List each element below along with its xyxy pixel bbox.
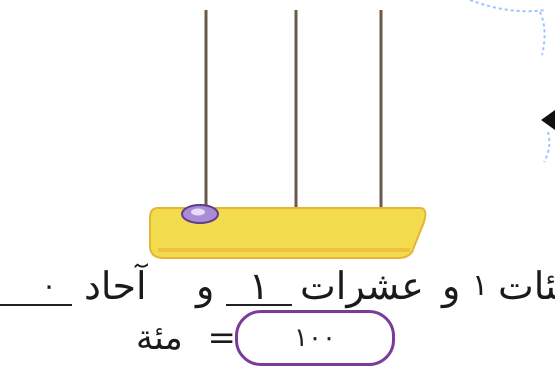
equals-sign: = [208,318,237,358]
answer-box: ١٠٠ [235,310,395,366]
and-conjunction-1: و [196,258,214,314]
decor-arc-right [540,12,545,55]
and-conjunction-2: و [442,258,460,314]
result-unit-text: مئة [136,318,183,358]
arrow-icon [541,110,555,130]
decor-arc-top [470,0,545,11]
ones-label: آحاد [84,258,147,314]
hundreds-count: ١ [472,258,488,314]
ones-blank-line [0,304,72,306]
tens-blank-line [226,304,292,306]
answer-value: ١٠٠ [294,323,336,353]
decor-arc-side [544,132,549,162]
place-value-sentence: مئات ١ و عشرات ١ و آحاد ٠ [0,258,555,314]
hundreds-label: مئات [498,258,555,314]
result-unit: مئة = [136,310,236,366]
tens-label: عشرات [300,258,424,314]
